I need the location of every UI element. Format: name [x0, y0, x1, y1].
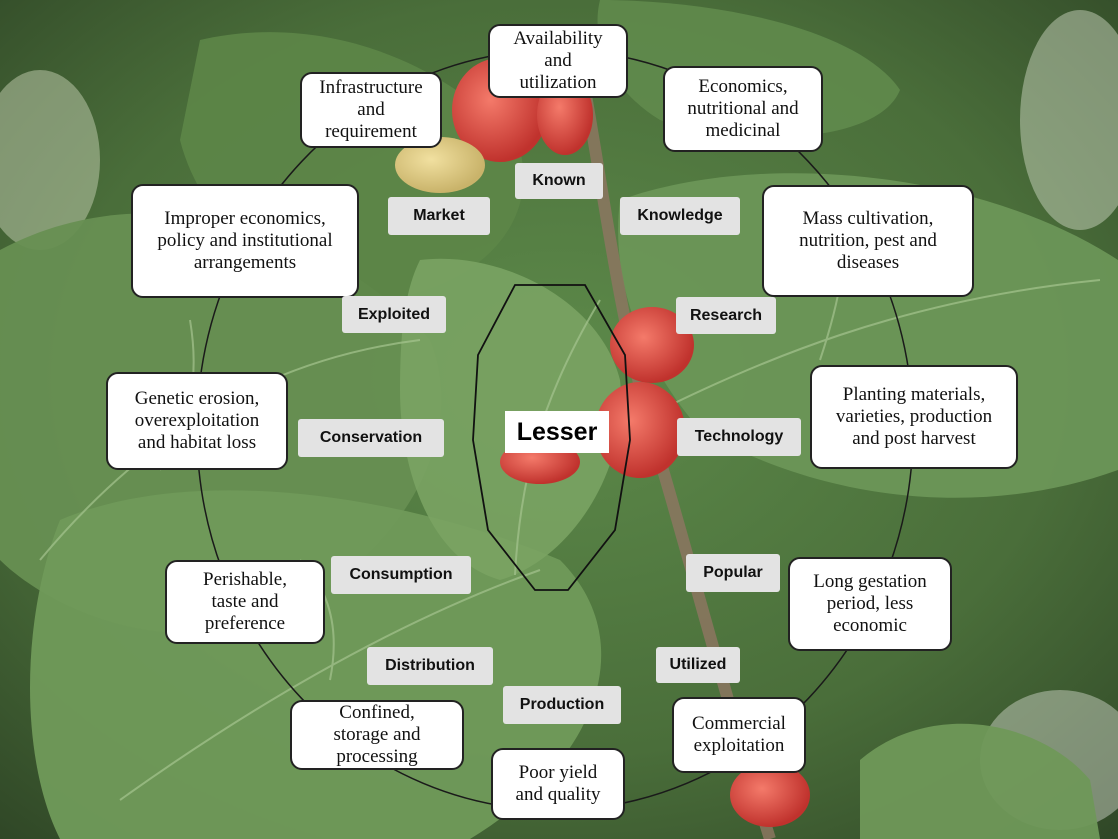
box-commercial-exploitation: Commercial exploitation [672, 697, 806, 773]
tag-known: Known [515, 163, 603, 199]
tag-utilized: Utilized [656, 647, 740, 683]
box-confined-storage: Confined, storage and processing [290, 700, 464, 770]
box-planting-materials: Planting materials, varieties, productio… [810, 365, 1018, 469]
tag-technology: Technology [677, 418, 801, 456]
tag-production: Production [503, 686, 621, 724]
box-long-gestation: Long gestation period, less economic [788, 557, 952, 651]
box-genetic-erosion: Genetic erosion, overexploitation and ha… [106, 372, 288, 470]
tag-knowledge: Knowledge [620, 197, 740, 235]
tag-research: Research [676, 297, 776, 334]
box-perishable-taste: Perishable, taste and preference [165, 560, 325, 644]
box-mass-cultivation: Mass cultivation, nutrition, pest and di… [762, 185, 974, 297]
tag-consumption: Consumption [331, 556, 471, 594]
box-economics-nutritional-medicinal: Economics, nutritional and medicinal [663, 66, 823, 152]
box-infrastructure-requirement: Infrastructure and requirement [300, 72, 442, 148]
box-poor-yield: Poor yield and quality [491, 748, 625, 820]
tag-distribution: Distribution [367, 647, 493, 685]
tag-conservation: Conservation [298, 419, 444, 457]
center-label-lesser: Lesser [505, 411, 609, 453]
box-availability-utilization: Availability and utilization [488, 24, 628, 98]
box-improper-economics: Improper economics, policy and instituti… [131, 184, 359, 298]
tag-exploited: Exploited [342, 296, 446, 333]
tag-popular: Popular [686, 554, 780, 592]
tag-market: Market [388, 197, 490, 235]
